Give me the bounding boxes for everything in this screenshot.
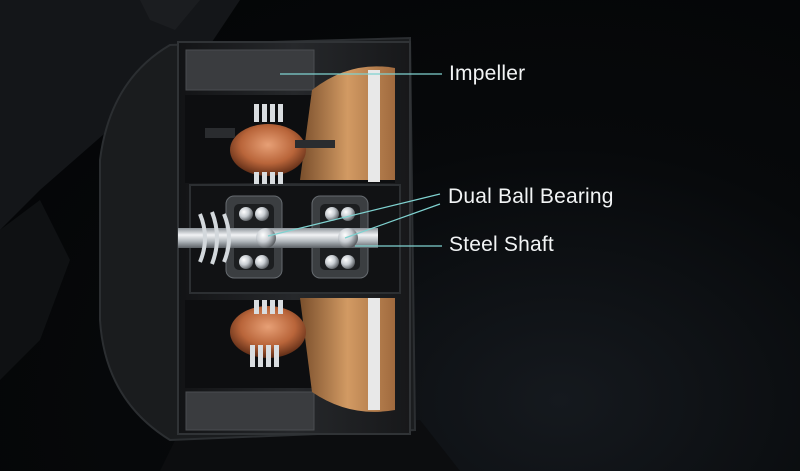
bearing-assembly [178,184,401,294]
steel-shaft-label: Steel Shaft [449,233,554,256]
magnet-ring [300,66,395,412]
bearing-leader-line-b [344,203,441,239]
impeller-blocks [185,49,315,431]
dual-ball-bearing-label: Dual Ball Bearing [448,185,614,208]
callout-leader-lines [267,73,442,247]
impeller-label: Impeller [449,62,526,85]
bearing-leader-line-a [267,193,441,237]
stator-coils [205,104,335,367]
